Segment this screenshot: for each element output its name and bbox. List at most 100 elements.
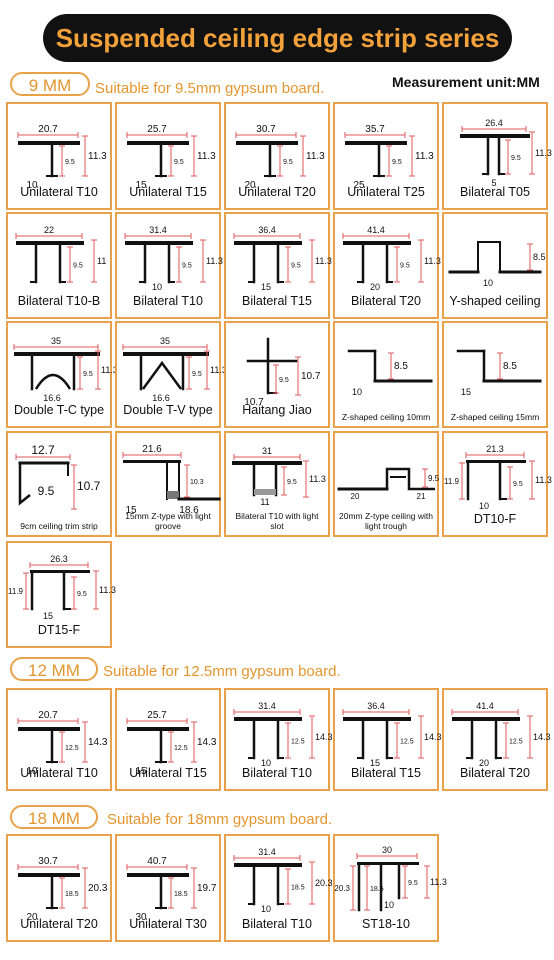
dimension-bottom-label: 11 xyxy=(260,497,269,507)
dimension-side-label: 20.3 xyxy=(334,884,350,893)
dimension-bottom-label: 20 xyxy=(479,758,489,768)
profile-shape xyxy=(254,489,276,495)
profile-label: Unilateral T25 xyxy=(347,185,425,200)
dimension-bottom-label: 15 xyxy=(135,180,147,191)
dimension-top-label: 12.7 xyxy=(31,443,55,457)
profile-label: Bilateral T15 xyxy=(351,766,421,781)
section-badge-9mm: 9 MM xyxy=(10,72,90,96)
dimension-side-label: 11.3 xyxy=(535,148,552,158)
dimension-side-label: 14.3 xyxy=(424,732,442,742)
dimension-side-label: 14.3 xyxy=(88,737,108,748)
dimension-side-label: 18.5 xyxy=(65,891,79,898)
dimension-side-label: 9.5 xyxy=(77,591,87,598)
dimension-side-label: 9.5 xyxy=(511,155,521,162)
profile-label: Unilateral T10 xyxy=(20,766,98,781)
page-title: Suspended ceiling edge strip series xyxy=(43,14,512,62)
dimension-bottom-label-2: 21 xyxy=(417,492,426,501)
dimension-side-label: 11.3 xyxy=(99,585,116,595)
dimension-side-label: 12.5 xyxy=(509,739,523,746)
profile-label: Unilateral T10 xyxy=(20,185,98,200)
profile-shape xyxy=(141,360,183,390)
dimension-side-label: 9.5 xyxy=(283,159,293,166)
measurement-unit: Measurement unit:MM xyxy=(392,74,540,90)
profile-label: Bilateral T15 xyxy=(242,294,312,309)
dimension-top-label: 25.7 xyxy=(147,710,167,721)
profile-shape xyxy=(460,134,530,138)
dimension-top-label: 26.3 xyxy=(50,554,68,564)
profile-diagram: 20.79.511.310 xyxy=(17,124,107,191)
profile-label: Double T-V type xyxy=(123,403,213,418)
dimension-side-label: 18.5 xyxy=(174,891,188,898)
dimension-side-label: 11.3 xyxy=(210,365,227,375)
profile-diagram: 25.712.514.315 xyxy=(126,710,217,777)
profile-shape xyxy=(234,717,302,721)
dimension-side-label: 9.5 xyxy=(65,159,75,166)
dimension-bottom-label: 10 xyxy=(261,758,271,768)
dimension-side-label: 11.3 xyxy=(535,475,552,485)
profile-shape xyxy=(345,141,407,145)
dimension-side-label: 14.3 xyxy=(533,732,551,742)
profile-label: ST18-10 xyxy=(362,917,410,932)
dimension-bottom-label: 16.6 xyxy=(43,393,61,403)
profile-label: Unilateral T20 xyxy=(238,185,316,200)
dimension-side-label: 10.7 xyxy=(301,371,321,382)
dimension-top-label: 30 xyxy=(382,845,392,855)
dimension-inner-label: 9.5 xyxy=(38,484,55,498)
profile-label: Bilateral T10 xyxy=(242,766,312,781)
profile-diagram: 26.49.511.35 xyxy=(460,118,552,188)
profile-label: Y-shaped ceiling xyxy=(449,294,541,309)
dimension-bottom-label: 15 xyxy=(43,611,53,621)
dimension-bottom-label: 20 xyxy=(351,492,360,501)
profile-shape xyxy=(236,141,298,145)
profile-shape xyxy=(125,241,193,245)
dimension-side-label: 11.3 xyxy=(309,474,326,484)
profile-shape xyxy=(127,727,189,731)
profile-shape xyxy=(234,863,302,867)
profile-diagram: 20.712.514.310 xyxy=(17,710,108,777)
dimension-side-label: 18.5 xyxy=(291,885,305,892)
dimension-side-label: 9.5 xyxy=(400,263,410,270)
profile-diagram: 26.3 11.9 9.5 11.3 15 xyxy=(8,554,116,621)
dimension-side-label: 11.9 xyxy=(8,587,24,596)
dimension-top-label: 31.4 xyxy=(149,225,167,235)
dimension-bottom-label: 15 xyxy=(461,387,471,397)
dimension-side-label: 11.3 xyxy=(430,877,447,887)
dimension-bottom-label: 20 xyxy=(26,912,38,923)
profile-label: Z-shaped ceiling 15mm xyxy=(450,411,540,422)
profile-diagram: 8.5 15 xyxy=(456,349,542,397)
dimension-side-label: 8.5 xyxy=(503,361,517,372)
profile-diagram: 35.79.511.325 xyxy=(344,124,434,191)
dimension-side-label: 9.5 xyxy=(408,880,418,887)
profile-diagram: 8.510 xyxy=(347,349,433,397)
profile-shape xyxy=(452,717,520,721)
profile-label: Haitang Jiao xyxy=(242,403,312,418)
profile-label: Bilateral T20 xyxy=(460,766,530,781)
dimension-side-label: 9.5 xyxy=(291,263,301,270)
dimension-top-label: 31.4 xyxy=(258,847,276,857)
dimension-bottom-label: 16.6 xyxy=(152,393,170,403)
dimension-side-label: 11 xyxy=(97,256,106,266)
dimension-side-label: 20.3 xyxy=(88,883,108,894)
profile-shape xyxy=(232,461,302,465)
dimension-bottom-label: 5 xyxy=(491,178,496,188)
dimension-side-label: 9.5 xyxy=(279,377,289,384)
